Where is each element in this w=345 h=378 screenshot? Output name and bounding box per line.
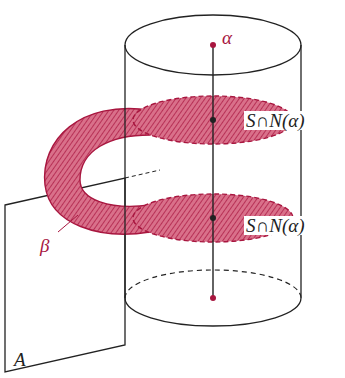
math-label: β bbox=[40, 236, 49, 255]
math-label: S∩N(α) bbox=[244, 111, 307, 130]
math-label: α bbox=[222, 28, 232, 47]
math-label: A bbox=[14, 350, 26, 369]
math-label: S∩N(α) bbox=[244, 216, 307, 235]
